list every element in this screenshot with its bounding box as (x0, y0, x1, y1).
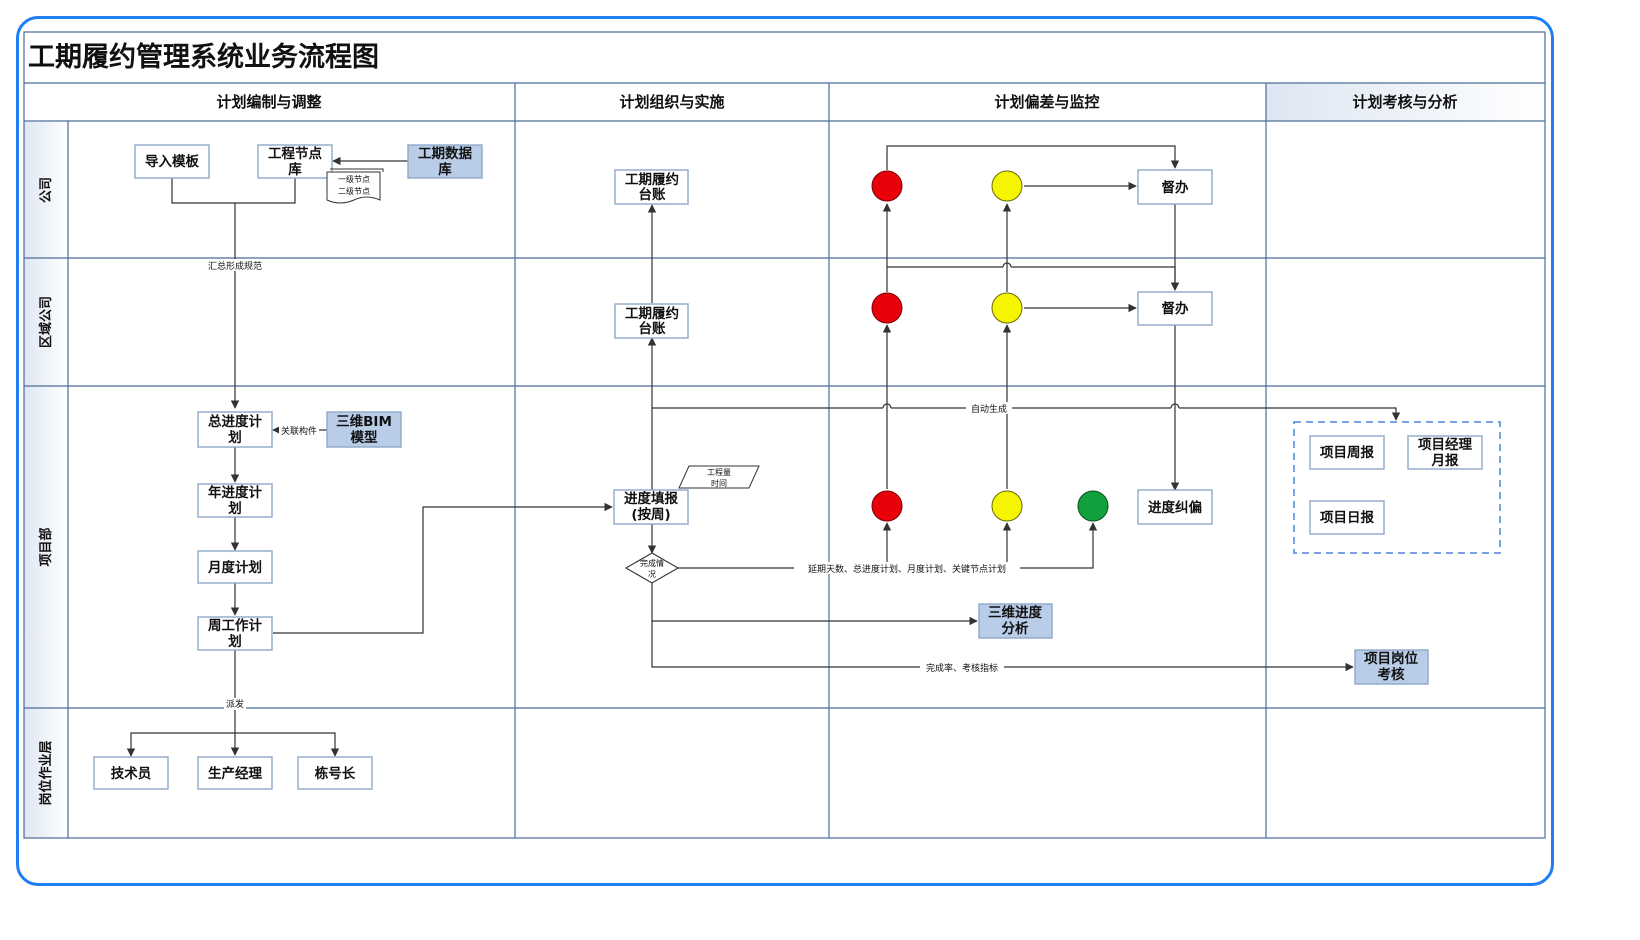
node-project-daily-report: 项目日报 (1309, 500, 1385, 535)
svg-text:工期履约: 工期履约 (625, 305, 679, 322)
column-header-monitoring: 计划偏差与监控 (994, 93, 1099, 111)
yellow-light-regional (991, 292, 1023, 324)
svg-text:时间: 时间 (711, 478, 727, 488)
red-light-project (871, 490, 903, 522)
report-group (1293, 421, 1501, 554)
svg-text:划: 划 (228, 633, 242, 650)
node-building-leader: 栋号长 (297, 756, 373, 790)
svg-text:项目经理: 项目经理 (1418, 436, 1472, 453)
svg-text:督办: 督办 (1162, 179, 1190, 196)
node-pm-monthly-report: 项目经理 月报 (1407, 435, 1483, 470)
column-header-implementation: 计划组织与实施 (619, 93, 724, 111)
svg-text:栋号长: 栋号长 (315, 765, 356, 782)
edge-label-summary: 汇总形成规范 (208, 260, 262, 272)
node-completion-decision: 完成情 况 (624, 552, 680, 584)
node-3d-progress-analysis: 三维进度 分析 (978, 603, 1053, 639)
red-light-company (871, 170, 903, 202)
node-master-plan: 总进度计 划 (197, 411, 273, 448)
node-level-document: 一级节点 二级节点 (326, 168, 384, 204)
svg-text:月报: 月报 (1431, 453, 1460, 469)
svg-text:划: 划 (228, 500, 242, 517)
traffic-lights (871, 170, 1109, 522)
svg-text:划: 划 (228, 429, 242, 446)
lane-label-project: 项目部 (38, 527, 54, 566)
svg-text:导入模板: 导入模板 (145, 153, 199, 170)
yellow-light-project (991, 490, 1023, 522)
svg-text:台账: 台账 (639, 320, 667, 337)
lane-label-company: 公司 (39, 177, 54, 203)
svg-text:周工作计: 周工作计 (208, 617, 262, 634)
node-annual-plan: 年进度计 划 (197, 483, 273, 518)
yellow-light-company (991, 170, 1023, 202)
svg-text:(按周): (按周) (631, 506, 670, 523)
svg-text:一级节点: 一级节点 (338, 174, 370, 184)
node-monthly-plan: 月度计划 (197, 550, 273, 584)
node-supervise-company: 督办 (1137, 169, 1213, 205)
svg-text:进度填报: 进度填报 (624, 490, 678, 507)
column-header-assessment: 计划考核与分析 (1352, 93, 1457, 111)
node-engineering-node-library: 工程节点 库 (257, 144, 333, 179)
svg-text:三维BIM: 三维BIM (336, 413, 392, 430)
edge-label-auto-generate: 自动生成 (971, 403, 1007, 415)
node-weekly-plan: 周工作计 划 (197, 616, 273, 651)
lane-label-column (24, 122, 68, 838)
svg-text:台账: 台账 (639, 186, 667, 203)
node-supervise-regional: 督办 (1137, 291, 1213, 326)
svg-text:总进度计: 总进度计 (208, 413, 262, 430)
swimlane-grid (23, 31, 1546, 839)
svg-text:月度计划: 月度计划 (207, 559, 262, 576)
svg-text:完成情: 完成情 (640, 558, 664, 568)
svg-text:工程量: 工程量 (707, 468, 731, 477)
lane-label-post: 岗位作业层 (38, 740, 54, 805)
svg-text:进度纠偏: 进度纠偏 (1148, 499, 1202, 516)
edge-label-link-component: 关联构件 (281, 425, 317, 437)
svg-text:库: 库 (438, 161, 452, 178)
svg-text:年进度计: 年进度计 (208, 484, 262, 501)
svg-text:项目周报: 项目周报 (1320, 445, 1374, 461)
node-post-assessment: 项目岗位 考核 (1354, 649, 1429, 685)
edge-label-delay-metrics: 延期天数、总进度计划、月度计划、关键节点计划 (808, 563, 1006, 575)
svg-text:三维进度: 三维进度 (988, 604, 1042, 621)
node-progress-correction: 进度纠偏 (1137, 489, 1213, 525)
column-header-planning: 计划编制与调整 (216, 93, 321, 111)
edge-label-completion-rate: 完成率、考核指标 (926, 662, 998, 674)
node-production-manager: 生产经理 (197, 756, 273, 790)
node-bim-model: 三维BIM 模型 (326, 411, 402, 448)
node-quantity-time: 工程量 时间 (678, 465, 760, 489)
svg-text:工期履约: 工期履约 (625, 171, 679, 188)
node-progress-report: 进度填报 (按周) (613, 489, 689, 525)
svg-text:工程节点: 工程节点 (268, 145, 322, 162)
lane-label-regional: 区域公司 (38, 296, 54, 348)
node-project-weekly-report: 项目周报 (1309, 435, 1385, 470)
connectors (126, 145, 1401, 757)
node-import-template: 导入模板 (134, 144, 210, 179)
node-ledger-regional: 工期履约 台账 (614, 303, 689, 339)
svg-text:工期数据: 工期数据 (418, 145, 472, 162)
node-ledger-company: 工期履约 台账 (614, 169, 689, 205)
node-schedule-data-library: 工期数据 库 (407, 144, 483, 179)
svg-text:模型: 模型 (351, 429, 378, 446)
edge-label-distribute: 派发 (226, 698, 244, 710)
node-technician: 技术员 (93, 756, 169, 790)
svg-text:考核: 考核 (1378, 666, 1406, 683)
svg-text:二级节点: 二级节点 (338, 186, 370, 196)
svg-text:库: 库 (288, 161, 302, 178)
svg-text:况: 况 (648, 570, 656, 579)
svg-text:生产经理: 生产经理 (208, 765, 262, 782)
red-light-regional (871, 292, 903, 324)
green-light-project (1077, 490, 1109, 522)
column-header-bg-4 (1266, 83, 1545, 121)
svg-text:项目日报: 项目日报 (1320, 510, 1374, 526)
svg-text:督办: 督办 (1162, 300, 1190, 317)
svg-text:技术员: 技术员 (111, 765, 152, 782)
svg-text:项目岗位: 项目岗位 (1364, 650, 1418, 667)
svg-text:分析: 分析 (1002, 620, 1030, 637)
diagram-title: 工期履约管理系统业务流程图 (28, 41, 379, 73)
